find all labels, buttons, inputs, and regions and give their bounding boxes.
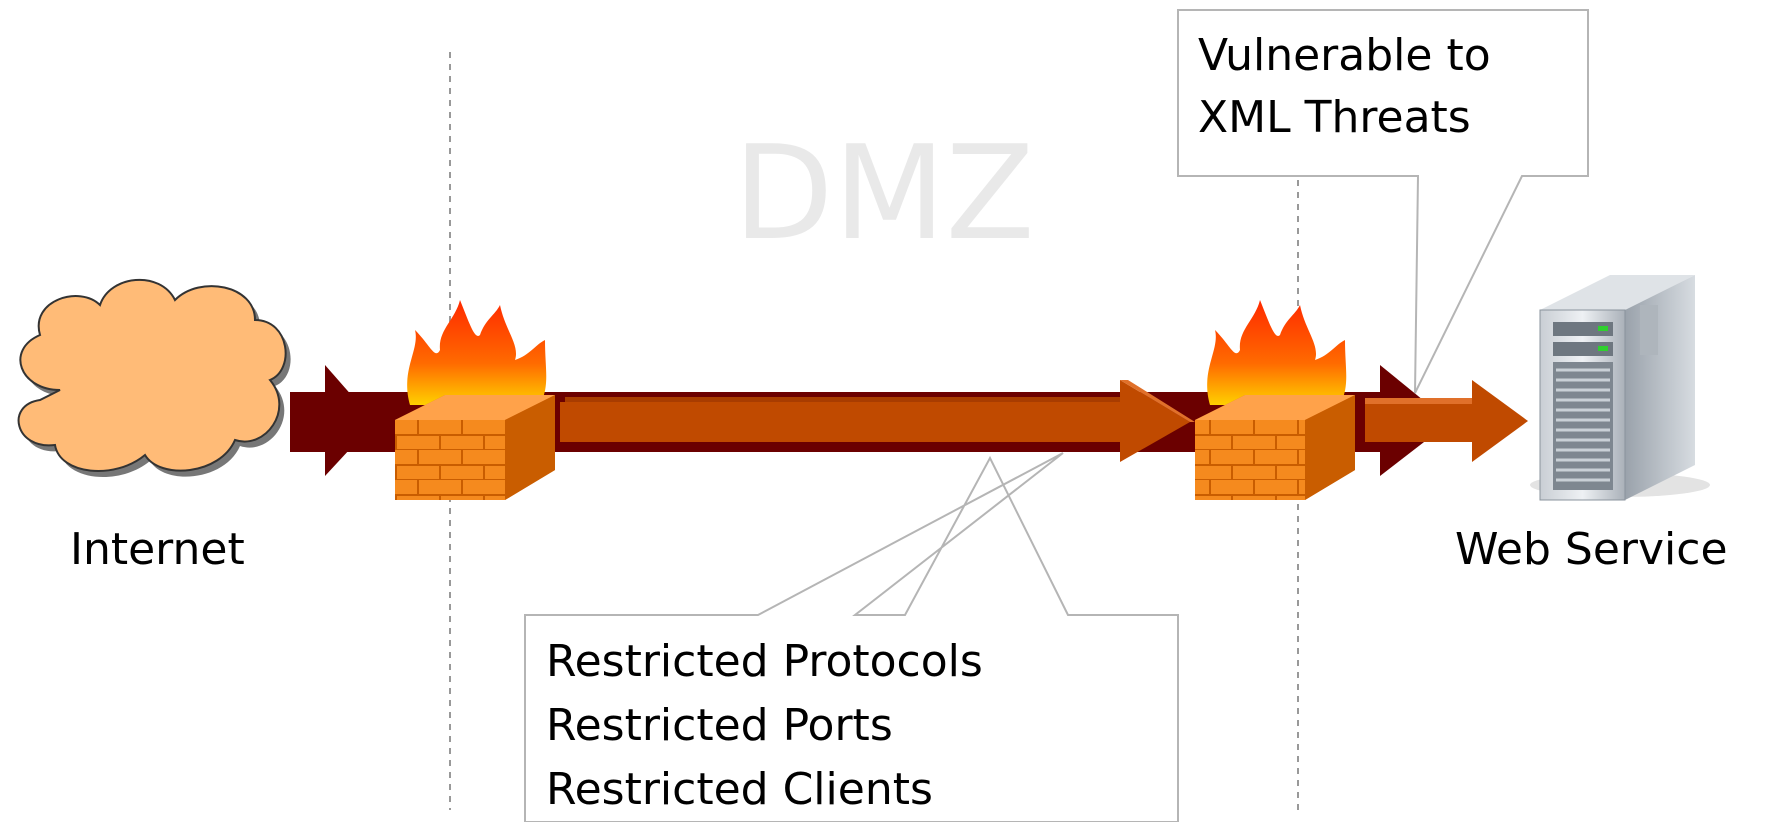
threats-callout-text: Vulnerable to XML Threats — [1198, 25, 1491, 149]
restrictions-callout-shape — [524, 452, 1179, 822]
dmz-zone-label: DMZ — [733, 117, 1035, 269]
web-server-icon — [1530, 275, 1710, 501]
restriction-protocols: Restricted Protocols — [546, 636, 983, 687]
threats-line-2: XML Threats — [1198, 92, 1471, 143]
restriction-ports: Restricted Ports — [546, 700, 893, 751]
firewall-right-icon — [1195, 300, 1355, 500]
threats-line-1: Vulnerable to — [1198, 30, 1491, 81]
service-traffic-arrow — [1365, 380, 1528, 462]
internet-cloud-icon — [17, 278, 291, 478]
restrictions-callout-text: Restricted Protocols Restricted Ports Re… — [546, 630, 983, 822]
firewall-left-icon — [395, 300, 555, 500]
threats-callout-shape — [1177, 9, 1589, 394]
restriction-clients: Restricted Clients — [546, 764, 933, 815]
web-service-label: Web Service — [1455, 524, 1728, 575]
internet-label: Internet — [70, 524, 245, 575]
filtered-traffic-arrow — [560, 380, 1195, 462]
